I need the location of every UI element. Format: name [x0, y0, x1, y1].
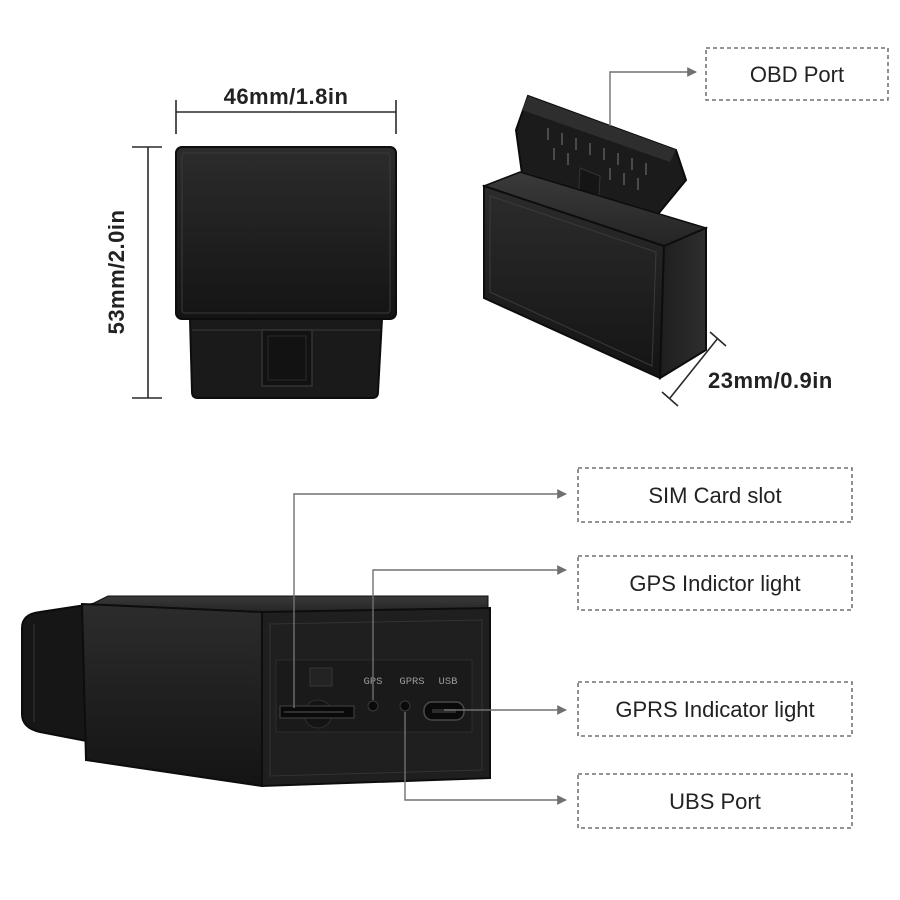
- gprs-marking: GPRS: [399, 676, 424, 688]
- width-dimension: 46mm/1.8in: [175, 84, 397, 134]
- gprs-light-label: GPRS Indicator light: [615, 697, 814, 722]
- depth-label: 23mm/0.9in: [708, 368, 833, 393]
- obd-port-callout: OBD Port: [609, 47, 889, 126]
- sim-card-slot-label: SIM Card slot: [648, 483, 781, 508]
- width-label: 46mm/1.8in: [224, 84, 349, 109]
- usb-port-callout: UBS Port: [404, 712, 853, 829]
- height-label: 53mm/2.0in: [104, 210, 129, 335]
- sim-card-slot-callout: SIM Card slot: [293, 467, 853, 708]
- usb-port-label: UBS Port: [669, 789, 761, 814]
- obd-port-label: OBD Port: [750, 62, 844, 87]
- depth-dimension: 23mm/0.9in: [661, 331, 833, 407]
- gprs-light-callout: GPRS Indicator light: [444, 681, 853, 737]
- gps-light-label: GPS Indictor light: [629, 571, 800, 596]
- device-port-panel-view: GPS GPRS USB: [21, 595, 491, 788]
- device-isometric-view: [481, 94, 709, 380]
- gps-light-callout: GPS Indictor light: [372, 555, 853, 700]
- height-dimension: 53mm/2.0in: [104, 146, 162, 399]
- usb-marking: USB: [439, 676, 458, 688]
- device-front-view: [175, 146, 397, 399]
